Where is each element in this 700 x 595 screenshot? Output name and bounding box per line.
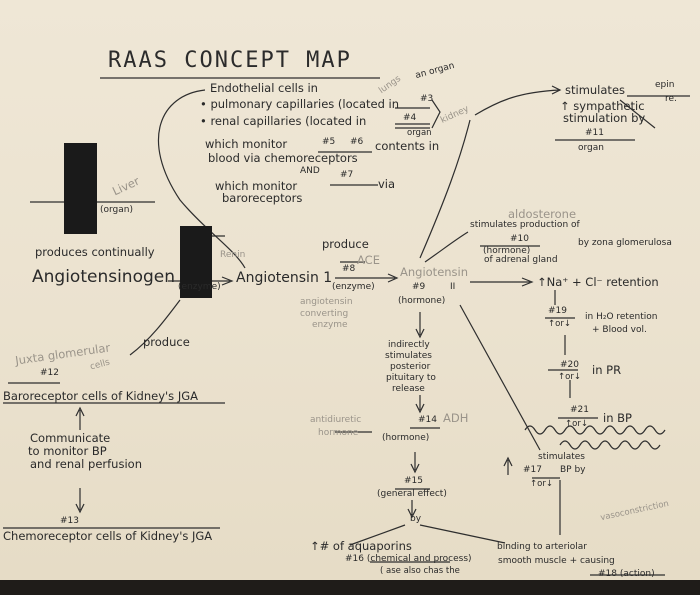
increase-decrease-21: ↑or↓ bbox=[565, 419, 588, 429]
monitor-label: which monitor bbox=[205, 137, 288, 151]
redaction-block-mid bbox=[180, 226, 212, 298]
pulmonary-label: • pulmonary capillaries (located in bbox=[200, 97, 400, 111]
blank-12-number: #12 bbox=[40, 368, 59, 378]
communicate-line2: to monitor BP bbox=[28, 444, 107, 458]
blank-13-number: #13 bbox=[60, 516, 79, 526]
stimulates-production-label: stimulates production of bbox=[470, 220, 580, 230]
renal-label: • renal capillaries (located in bbox=[200, 114, 367, 128]
aldosterone-pencil-note: aldosterone bbox=[508, 207, 577, 221]
roman-ii-note: II bbox=[450, 282, 456, 292]
in-bp-label: in BP bbox=[603, 411, 632, 425]
ace-pencil-note: ACE bbox=[357, 253, 380, 267]
indirectly-line3: posterior bbox=[390, 362, 431, 372]
angiotensin-1-label: Angiotensin 1 bbox=[236, 270, 333, 286]
organ-hint-liver: (organ) bbox=[100, 205, 134, 215]
general-effect-hint: (general effect) bbox=[377, 489, 447, 499]
blank-18-label: #18 (action) bbox=[598, 569, 655, 579]
indirectly-line4: pituitary to bbox=[386, 373, 436, 383]
endothelial-label: Endothelial cells in bbox=[210, 81, 318, 95]
blank-5-number: #5 bbox=[322, 137, 336, 147]
adrenal-label: of adrenal gland bbox=[484, 255, 558, 265]
blank-17-number: #17 bbox=[523, 465, 542, 475]
blank-14-number: #14 bbox=[418, 415, 437, 425]
produces-continually-label: produces continually bbox=[35, 245, 155, 259]
indirectly-line2: stimulates bbox=[385, 351, 432, 361]
blood-vol-label: + Blood vol. bbox=[592, 325, 647, 335]
stimulation-by-label: stimulation by bbox=[563, 111, 646, 125]
increase-decrease-17: ↑or↓ bbox=[530, 479, 553, 489]
blank-16-label: #16 (chemical and process) bbox=[345, 554, 472, 564]
blank-9-number: #9 bbox=[412, 282, 426, 292]
increase-decrease-19: ↑or↓ bbox=[548, 319, 571, 329]
adh-pencil-note: ADH bbox=[443, 411, 469, 425]
desk-edge bbox=[0, 580, 700, 595]
contents-label: contents in bbox=[375, 139, 440, 153]
angiotensinogen-label: Angiotensinogen bbox=[32, 267, 175, 287]
epin-label: epin bbox=[655, 80, 675, 90]
chemoreceptor-label: blood via chemoreceptors bbox=[208, 151, 358, 165]
smooth-muscle-label: smooth muscle + causing bbox=[498, 556, 615, 566]
zona-label: by zona glomerulosa bbox=[578, 238, 672, 248]
blank-20-number: #20 bbox=[560, 360, 579, 370]
stimulates-label: stimulates bbox=[565, 83, 626, 97]
blank-6-number: #6 bbox=[350, 137, 364, 147]
monitor-2-label: which monitor bbox=[215, 179, 298, 193]
aquaporins-label: ↑# of aquaporins bbox=[310, 539, 412, 553]
h2o-retention-label: in H₂O retention bbox=[585, 312, 658, 322]
by-label: by bbox=[410, 514, 422, 524]
sympathetic-label: ↑ sympathetic bbox=[560, 99, 645, 113]
hormone-hint-9: (hormone) bbox=[398, 296, 446, 306]
indirectly-line1: indirectly bbox=[388, 340, 430, 350]
redaction-block-left bbox=[64, 143, 97, 234]
communicate-line3: and renal perfusion bbox=[30, 457, 142, 471]
page-title: RAAS CONCEPT MAP bbox=[108, 48, 352, 73]
produce-renin-label: produce bbox=[143, 335, 190, 349]
communicate-line1: Communicate bbox=[30, 431, 111, 445]
hormone-hint-14: (hormone) bbox=[382, 433, 430, 443]
and-label: AND bbox=[300, 166, 320, 176]
increase-decrease-20: ↑or↓ bbox=[558, 372, 581, 382]
connector-lines bbox=[3, 77, 690, 576]
in-pr-label: in PR bbox=[592, 363, 622, 377]
organ-hint: organ bbox=[407, 128, 432, 138]
hormone-hint-10: (hormone) bbox=[483, 246, 531, 256]
renin-pencil-note: Renin bbox=[220, 250, 246, 260]
antidiuretic-pencil-line2: hormone bbox=[318, 428, 359, 438]
blank-11-number: #11 bbox=[585, 128, 604, 138]
indirectly-line5: release bbox=[392, 384, 425, 394]
ace-full-line2: converting bbox=[300, 309, 349, 319]
blank-15-number: #15 bbox=[404, 476, 423, 486]
antidiuretic-pencil-line1: antidiuretic bbox=[310, 415, 362, 425]
baroreceptors-label: baroreceptors bbox=[222, 191, 303, 205]
blank-3-number: #3 bbox=[420, 94, 434, 104]
chemoreceptor-cells-label: Chemoreceptor cells of Kidney's JGA bbox=[3, 529, 213, 543]
produce-label: produce bbox=[322, 237, 369, 251]
via-label: via bbox=[378, 177, 396, 191]
angiotensin-pencil-note: Angiotensin bbox=[400, 265, 469, 279]
stimulates-17-label: stimulates bbox=[538, 452, 585, 462]
na-retention-label: ↑Na⁺ + Cl⁻ retention bbox=[537, 275, 659, 289]
ace-full-line3: enzyme bbox=[312, 320, 348, 330]
enzyme-hint-renin: (enzyme) bbox=[178, 282, 221, 292]
organ-hint-11: organ bbox=[578, 143, 604, 153]
blank-16-subnote: ( ase also chas the bbox=[380, 566, 460, 576]
blank-10-number: #10 bbox=[510, 234, 529, 244]
blank-7-number: #7 bbox=[340, 170, 354, 180]
re-label: re. bbox=[665, 94, 677, 104]
blank-19-number: #19 bbox=[548, 306, 567, 316]
binding-label: binding to arteriolar bbox=[497, 542, 588, 552]
baroreceptor-cells-label: Baroreceptor cells of Kidney's JGA bbox=[3, 389, 198, 403]
ace-full-line1: angiotensin bbox=[300, 297, 353, 307]
concept-map-sheet: RAAS CONCEPT MAP Endothelial cells in • … bbox=[0, 0, 700, 580]
blank-8-number: #8 bbox=[342, 264, 356, 274]
bp-by-label: BP by bbox=[560, 465, 586, 475]
blank-4-number: #4 bbox=[403, 113, 417, 123]
blank-21-number: #21 bbox=[570, 405, 589, 415]
enzyme-hint-ace: (enzyme) bbox=[332, 282, 375, 292]
